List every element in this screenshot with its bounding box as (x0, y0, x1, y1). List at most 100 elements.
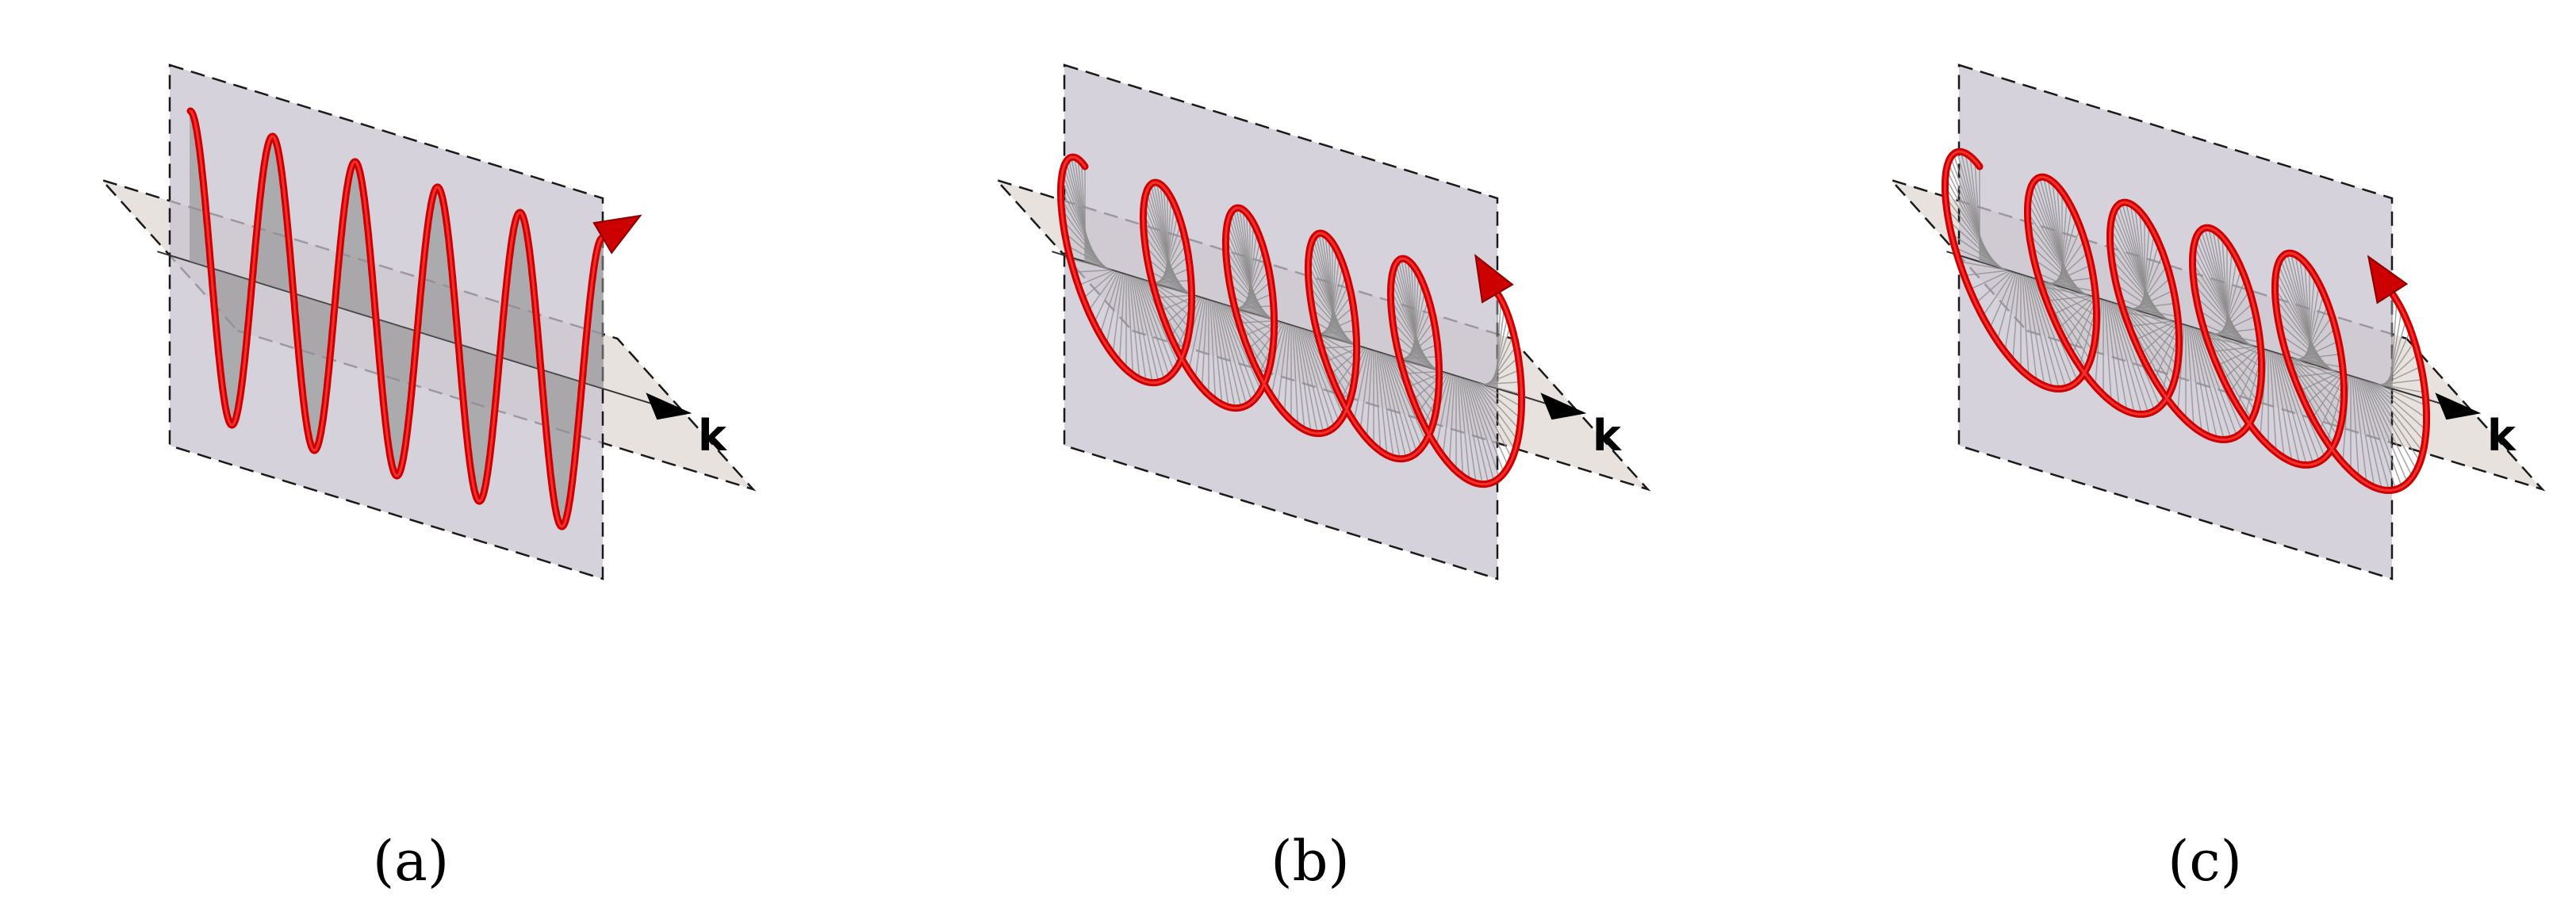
field-vector (2278, 322, 2333, 371)
field-vector (2134, 321, 2175, 341)
field-vector (1468, 379, 1505, 473)
field-vector (2274, 352, 2301, 465)
field-vector (2369, 381, 2424, 453)
field-vector (2272, 351, 2293, 462)
field-vector (1404, 370, 1443, 374)
field-vector (1379, 352, 1401, 459)
field-vector (1470, 380, 1509, 467)
field-vector (2116, 284, 2169, 320)
field-vector (1140, 278, 1179, 366)
wave-highlight (1059, 155, 1524, 486)
wave-curve-b (1056, 153, 1526, 488)
field-vector (2277, 353, 2314, 465)
field-vector (1471, 380, 1513, 460)
field-vector (2281, 335, 2334, 371)
field-vector (1374, 350, 1382, 452)
field-vector (2057, 296, 2095, 329)
field-vector (1074, 157, 1091, 263)
axis-label-k-a: k (698, 411, 727, 461)
field-vector (1476, 381, 1520, 431)
field-vector (2177, 324, 2185, 412)
field-vector (1317, 334, 1359, 347)
field-vector (2204, 330, 2259, 402)
field-vector (2110, 259, 2166, 320)
field-vector (2209, 331, 2262, 368)
field-vector (2095, 299, 2103, 387)
field-vector (2287, 355, 2341, 427)
field-vector (1951, 233, 2004, 270)
field-vector (1118, 274, 1125, 363)
field-vector (1301, 328, 1336, 428)
field-vector (1359, 349, 1371, 431)
field-vector (1303, 328, 1340, 423)
field-vector (1314, 321, 1357, 346)
field-vector (1305, 329, 1344, 416)
field-vector (1277, 324, 1289, 405)
field-vector (1219, 303, 1253, 403)
field-vector (2196, 328, 2238, 437)
field-vector (2004, 273, 2018, 352)
field-vector (2275, 352, 2308, 465)
field-vector (1283, 324, 1290, 414)
field-vector (1328, 255, 1340, 337)
field-vector (1083, 270, 1116, 299)
field-vector (1239, 320, 1278, 324)
field-vector (1146, 257, 1190, 295)
field-vector (2206, 337, 2255, 347)
field-vector (1982, 271, 2014, 317)
field-vector (2128, 307, 2179, 331)
field-vector (2193, 327, 2225, 440)
field-vector (2122, 304, 2176, 377)
field-vector (1311, 308, 1355, 346)
field-vector (2294, 371, 2339, 378)
field-vector (1188, 298, 1205, 371)
field-vector (2375, 383, 2427, 407)
field-vector (1130, 275, 1147, 382)
field-vector (1324, 235, 1336, 339)
field-vector (2191, 327, 2218, 439)
field-arrow-cone (1474, 254, 1514, 304)
field-vector (2123, 305, 2179, 366)
field-vector (1397, 347, 1439, 371)
field-vector (2275, 309, 2331, 370)
field-vector (2153, 323, 2180, 381)
field-vector (1165, 197, 1172, 287)
field-vector (2187, 325, 2195, 427)
field-vector (1129, 275, 1140, 380)
field-vectors-b (1060, 157, 1522, 484)
field-vector (1413, 274, 1420, 363)
field-vector (1975, 270, 2012, 304)
field-vector (2305, 372, 2342, 405)
field-vector (1442, 374, 1454, 456)
field-vector (1214, 301, 1236, 408)
field-vector (1382, 353, 1413, 457)
field-vector (1460, 377, 1477, 484)
field-vector (1135, 277, 1165, 381)
field-vector (2012, 274, 2020, 362)
field-vector (1400, 359, 1441, 372)
field-vector (1493, 306, 1505, 388)
field-vector (2291, 357, 2344, 393)
field-vector (1996, 272, 2017, 342)
field-vector (1067, 245, 1110, 270)
field-vector (1309, 296, 1354, 345)
field-vector (2119, 297, 2171, 321)
field-vector (2371, 381, 2426, 442)
field-vector (2284, 348, 2336, 372)
field-vector (1064, 232, 1108, 270)
axis-label-k-b: k (1593, 411, 1622, 461)
field-vector (1959, 261, 2007, 271)
field-vector (1239, 208, 1255, 314)
field-vector (2293, 358, 2344, 381)
field-vector (1222, 304, 1262, 391)
field-vector (1138, 278, 1175, 372)
field-vector (1407, 260, 1419, 365)
field-vector (2022, 274, 2030, 377)
field-arrow-cone (2367, 255, 2409, 304)
field-vector (1298, 327, 1324, 434)
field-vector (2028, 233, 2083, 294)
field-vector (2195, 297, 2250, 346)
field-vector (1194, 298, 1206, 380)
field-vector (1221, 303, 1258, 397)
